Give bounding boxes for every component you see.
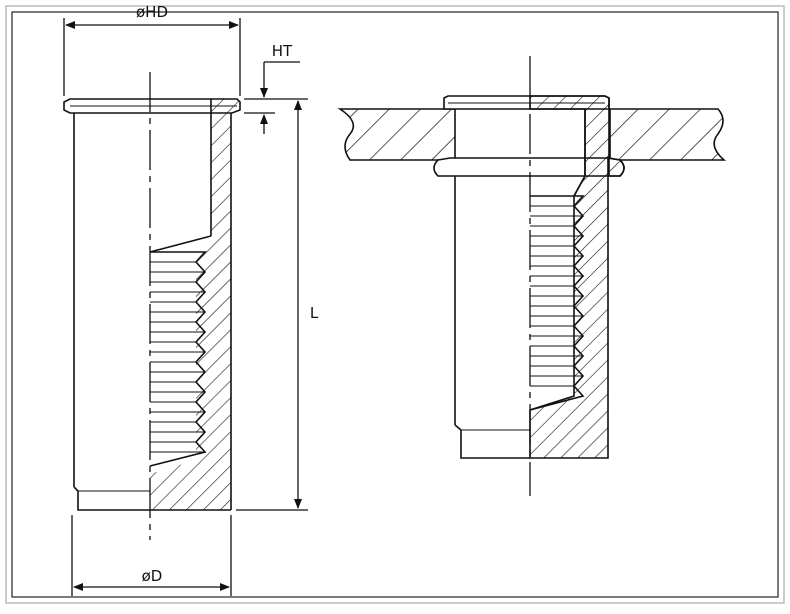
dim-head-thickness bbox=[244, 61, 308, 134]
label-head-diameter: øHD bbox=[136, 3, 168, 21]
inner-frame bbox=[11, 11, 779, 598]
label-diameter: øD bbox=[142, 567, 163, 585]
sheet-right bbox=[609, 108, 727, 161]
label-head-thickness: HT bbox=[272, 42, 293, 60]
dim-head-diameter bbox=[63, 18, 241, 96]
dim-length bbox=[236, 100, 308, 511]
label-length: L bbox=[310, 304, 319, 322]
outer-frame bbox=[5, 5, 785, 604]
sheet-left bbox=[337, 108, 456, 161]
left-section-hatched bbox=[150, 99, 240, 510]
left-rivet-nut-view bbox=[63, 72, 241, 540]
right-installed-view bbox=[337, 56, 727, 496]
dim-diameter bbox=[71, 515, 232, 596]
